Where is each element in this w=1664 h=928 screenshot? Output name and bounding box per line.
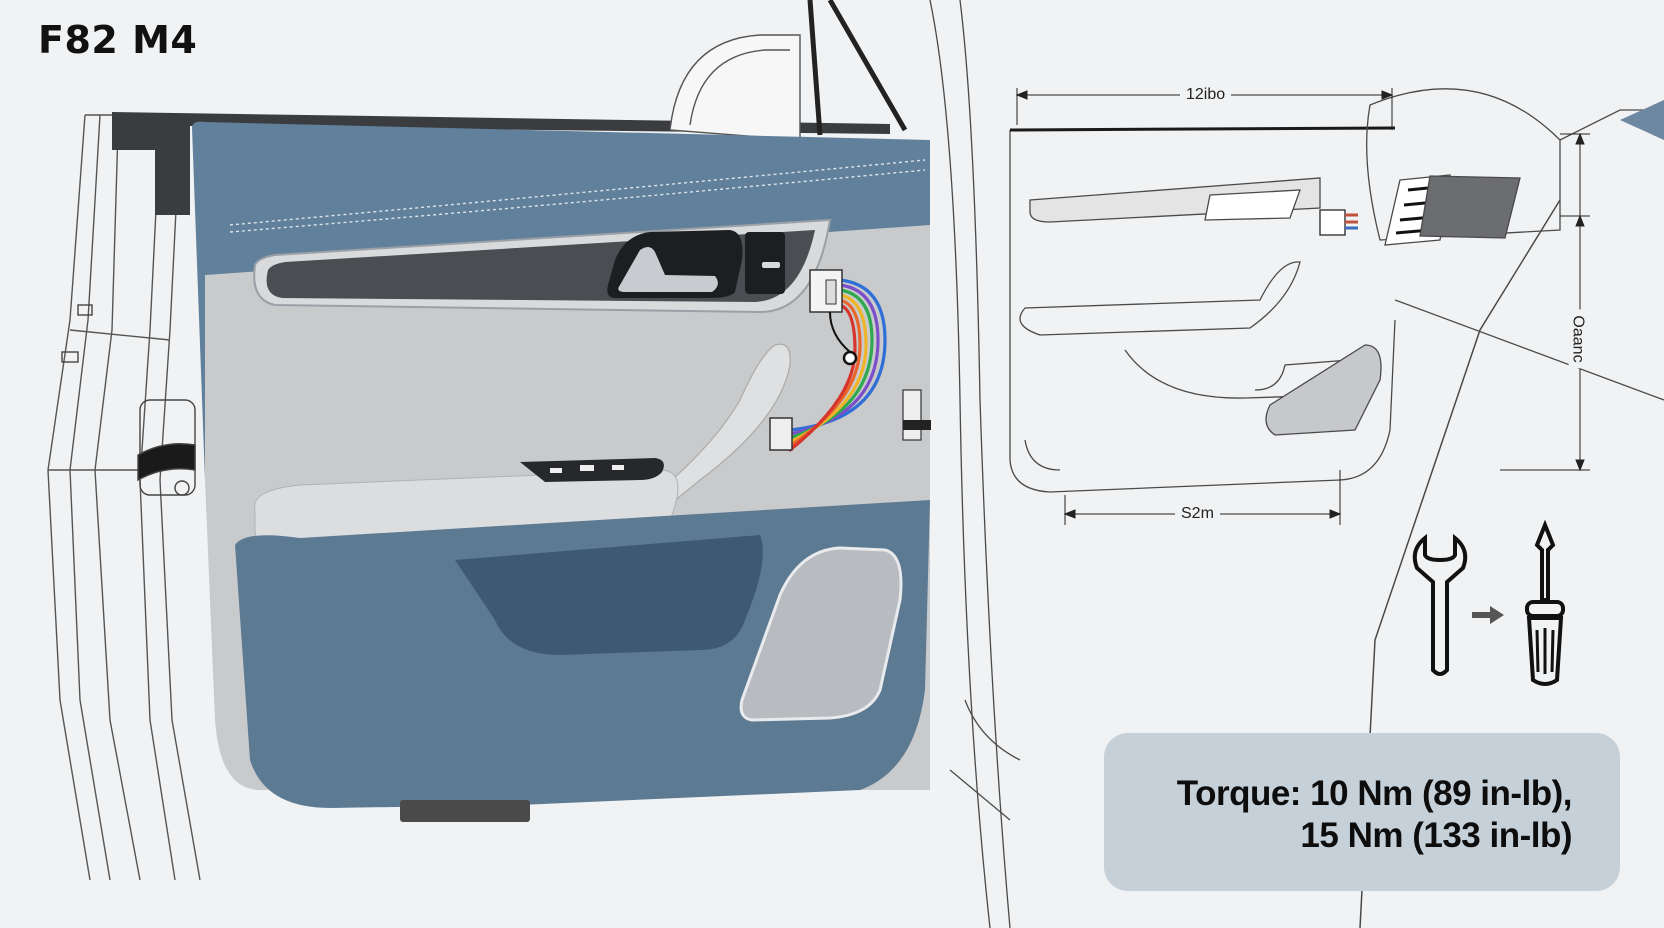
door-sill-reflector: [400, 800, 530, 822]
speaker-grille: [739, 546, 903, 722]
arrow-right-icon: [1472, 606, 1504, 624]
model-title: F82 M4: [38, 18, 198, 62]
wiring-harness: [788, 278, 887, 452]
grommet: [842, 350, 858, 366]
door-latch: [61, 304, 196, 496]
side-mirror: [669, 0, 908, 141]
door-pocket: [455, 535, 763, 655]
torque-spec-callout: Torque: 10 Nm (89 in-lb), 15 Nm (133 in-…: [1104, 733, 1620, 891]
door-card-upper: [192, 121, 930, 480]
dimension-bottom-label: S2m: [1175, 505, 1220, 523]
dimension-top-label: 12ibo: [1180, 86, 1232, 104]
dimension-vertical-label: Oaanc: [1568, 309, 1587, 369]
door-striker: [902, 389, 922, 441]
window-frame: [112, 112, 890, 215]
screwdriver-icon: [1525, 520, 1565, 686]
interior-line-art: [929, 0, 1664, 928]
torque-line-2: 15 Nm (133 in-lb): [1300, 816, 1572, 855]
torque-line-1: Torque: 10 Nm (89 in-lb),: [1176, 774, 1573, 813]
wrench-icon: [1412, 533, 1468, 676]
dimension-lines: [1015, 88, 1590, 525]
door-frame-outline: [47, 114, 201, 881]
wire-connector-lower: [769, 417, 793, 451]
torque-spec-text: Torque: 10 Nm (89 in-lb), 15 Nm (133 in-…: [1176, 773, 1573, 857]
